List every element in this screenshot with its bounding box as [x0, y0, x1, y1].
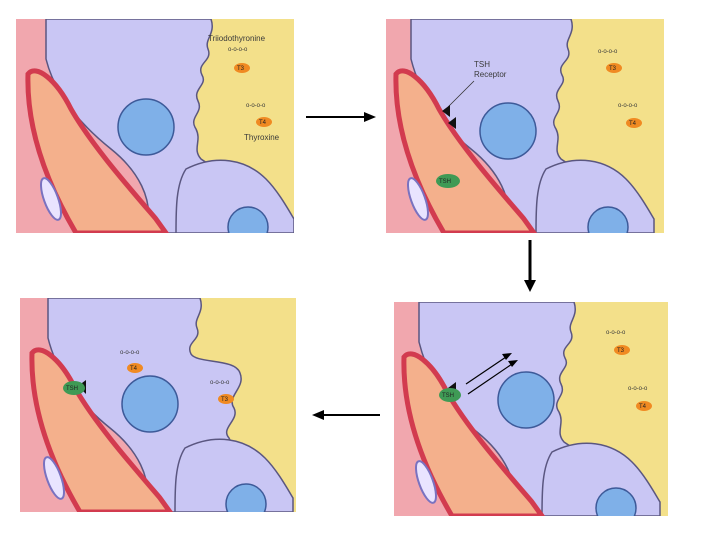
- panel-top-right: TSH Receptor o-o-o-o T3 o-o-o-o T4 TSH: [386, 19, 664, 233]
- blood-vessel: [401, 351, 546, 516]
- nucleus: [117, 98, 175, 156]
- t3-badge: T3: [218, 394, 234, 404]
- thyroid-illustration: TSH o-o-o-o T3 o-o-o-o T4: [394, 302, 668, 516]
- thyroid-illustration: TSH Receptor o-o-o-o T3 o-o-o-o T4 TSH: [386, 19, 664, 233]
- t4-badge: T4: [127, 363, 143, 373]
- t3-molecule: o-o-o-o: [228, 47, 248, 53]
- panel-bottom-right: TSH o-o-o-o T3 o-o-o-o T4: [394, 302, 668, 516]
- label-tsh-receptor-line1: TSH: [474, 60, 490, 69]
- t4-badge: T4: [256, 117, 272, 127]
- nucleus-lower: [225, 483, 267, 512]
- nucleus: [121, 375, 179, 433]
- t3-badge: T3: [234, 63, 250, 73]
- svg-text:T3: T3: [221, 397, 229, 403]
- thyroid-illustration: Triiodothyronine o-o-o-o T3 o-o-o-o T4 T…: [16, 19, 294, 233]
- svg-text:T4: T4: [130, 366, 138, 372]
- tsh-badge: TSH: [63, 381, 85, 395]
- t3-molecule: o-o-o-o: [210, 380, 230, 386]
- t4-molecule: o-o-o-o: [246, 103, 266, 109]
- thyroid-illustration: o-o-o-o T4 o-o-o-o T3 TSH: [20, 298, 296, 512]
- nucleus-lower: [595, 487, 637, 516]
- tsh-receptor-icon: [442, 105, 450, 117]
- t4-badge: T4: [636, 401, 652, 411]
- arrow-right: [306, 112, 376, 122]
- nucleus-lower: [227, 206, 269, 233]
- svg-text:T4: T4: [639, 404, 647, 410]
- nucleus: [497, 371, 555, 429]
- t3-badge: T3: [614, 345, 630, 355]
- tsh-receptor-icon: [448, 117, 456, 129]
- tsh-badge: TSH: [436, 174, 460, 188]
- red-blood-cell: [407, 177, 429, 221]
- svg-text:T4: T4: [629, 121, 637, 127]
- svg-text:T3: T3: [237, 66, 245, 72]
- t3-molecule: o-o-o-o: [606, 330, 626, 336]
- nucleus: [479, 102, 537, 160]
- panel-top-left: Triiodothyronine o-o-o-o T3 o-o-o-o T4 T…: [16, 19, 294, 233]
- red-blood-cell: [40, 177, 62, 221]
- nucleus-lower: [587, 206, 629, 233]
- svg-text:T4: T4: [259, 120, 267, 126]
- panel-bottom-left: o-o-o-o T4 o-o-o-o T3 TSH: [20, 298, 296, 512]
- t4-molecule: o-o-o-o: [120, 350, 140, 356]
- red-blood-cell: [415, 460, 437, 504]
- blood-vessel: [25, 68, 170, 233]
- t3-molecule: o-o-o-o: [598, 49, 618, 55]
- t4-molecule: o-o-o-o: [628, 386, 648, 392]
- svg-text:TSH: TSH: [439, 179, 451, 185]
- arrow-left: [312, 410, 380, 420]
- svg-text:T3: T3: [617, 348, 625, 354]
- receptor-pointer: [447, 80, 475, 108]
- signal-arrows: [465, 353, 518, 395]
- label-tsh-receptor-line2: Receptor: [474, 70, 507, 79]
- blood-vessel: [393, 68, 538, 233]
- svg-text:TSH: TSH: [442, 393, 454, 399]
- red-blood-cell: [43, 456, 65, 500]
- t4-molecule: o-o-o-o: [618, 103, 638, 109]
- arrow-down: [524, 240, 536, 292]
- label-thyroxine: Thyroxine: [244, 133, 280, 142]
- t4-badge: T4: [626, 118, 642, 128]
- t3-badge: T3: [606, 63, 622, 73]
- svg-text:T3: T3: [609, 66, 617, 72]
- tsh-badge: TSH: [439, 388, 461, 402]
- svg-text:TSH: TSH: [66, 386, 78, 392]
- label-triiodothyronine: Triiodothyronine: [208, 34, 266, 43]
